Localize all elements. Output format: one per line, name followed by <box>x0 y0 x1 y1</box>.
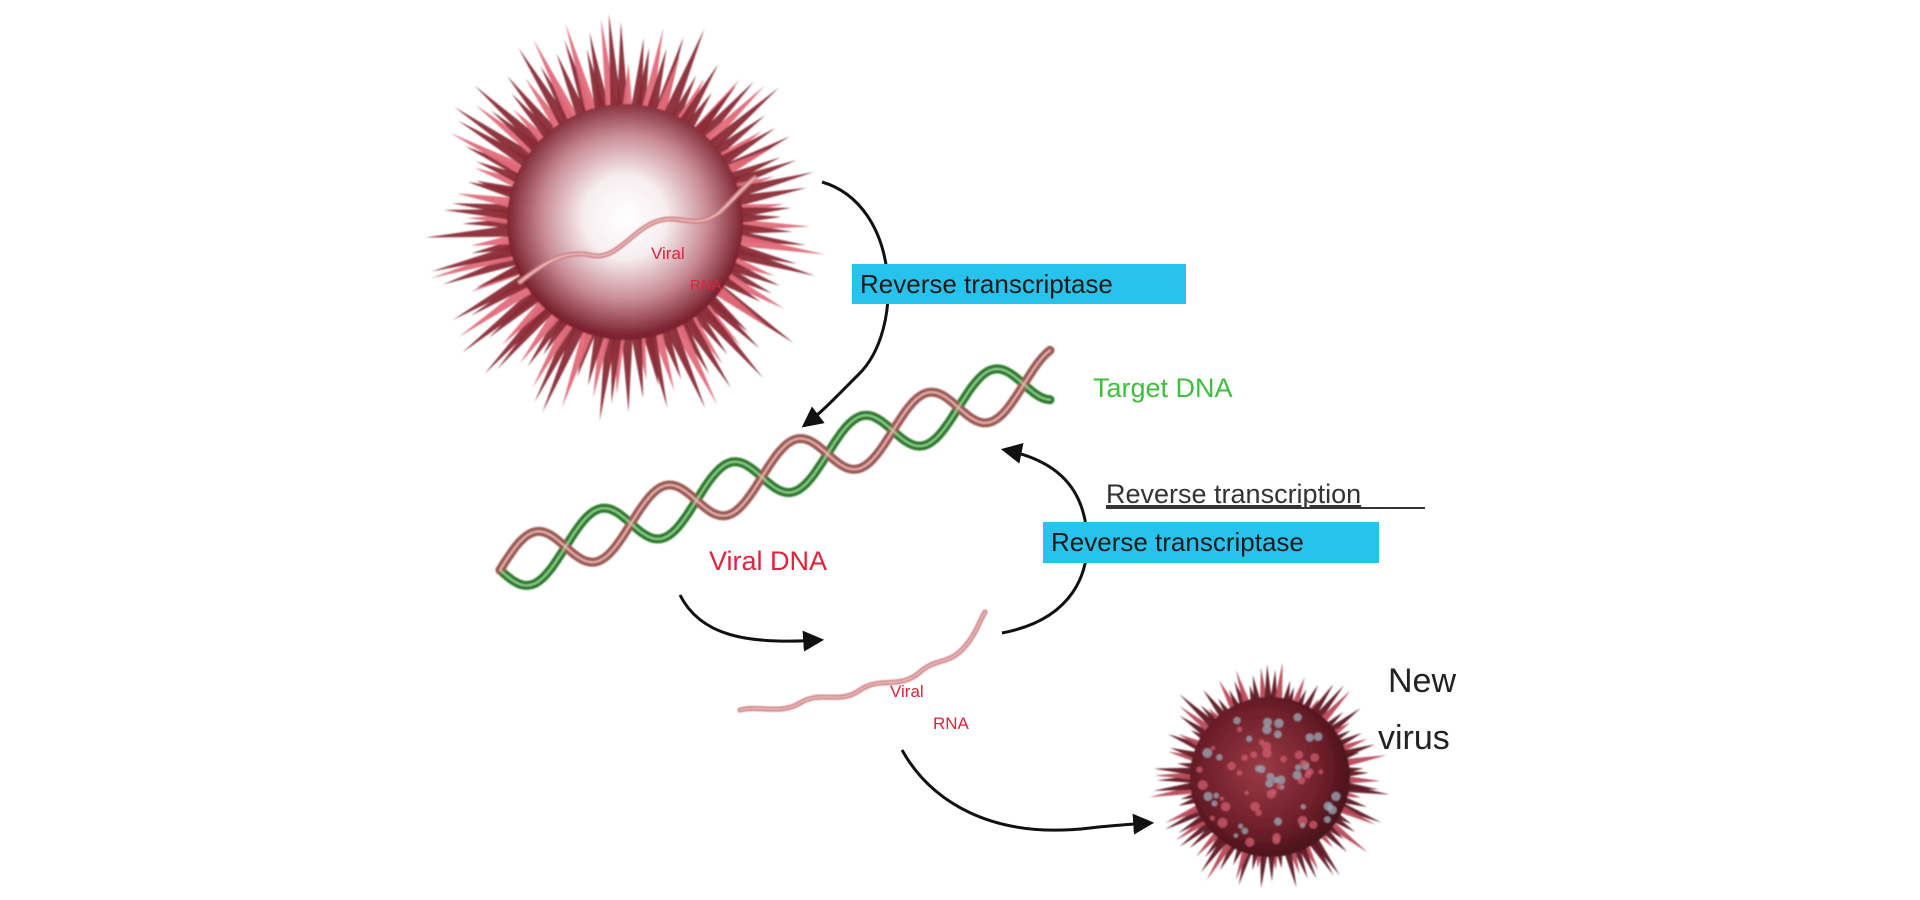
reverse-transcriptase-highlight-bottom <box>1043 522 1379 563</box>
viral-rna-label-top: Viral <box>651 244 685 263</box>
reverse-transcriptase-highlight-top <box>852 264 1186 304</box>
arrow-rna-to-new-virus <box>900 749 1155 835</box>
new-virus-label: New <box>1388 662 1456 700</box>
viral-rna-label-bottom: Viral <box>890 682 924 701</box>
viral-dna-label: Viral DNA <box>709 546 827 576</box>
viral-rna-label-bottom-2: RNA <box>933 714 970 733</box>
rna-strand-icon <box>737 609 988 713</box>
reverse-transcriptase-label-top: Reverse transcriptase <box>860 269 1113 299</box>
viral-rna-label-top-2: RNA <box>690 277 722 294</box>
large-virus-icon <box>425 13 826 421</box>
new-virus-label-2: virus <box>1378 719 1450 757</box>
arrow-virus-to-dna <box>801 180 890 428</box>
small-virus-icon <box>1149 662 1390 889</box>
target-dna-label: Target DNA <box>1093 373 1233 403</box>
reverse-transcriptase-label-bottom: Reverse transcriptase <box>1051 527 1304 557</box>
dna-helix-icon <box>495 345 1055 590</box>
reverse-transcription-label: Reverse transcription <box>1106 479 1361 509</box>
arrow-dna-to-rna <box>678 594 825 652</box>
